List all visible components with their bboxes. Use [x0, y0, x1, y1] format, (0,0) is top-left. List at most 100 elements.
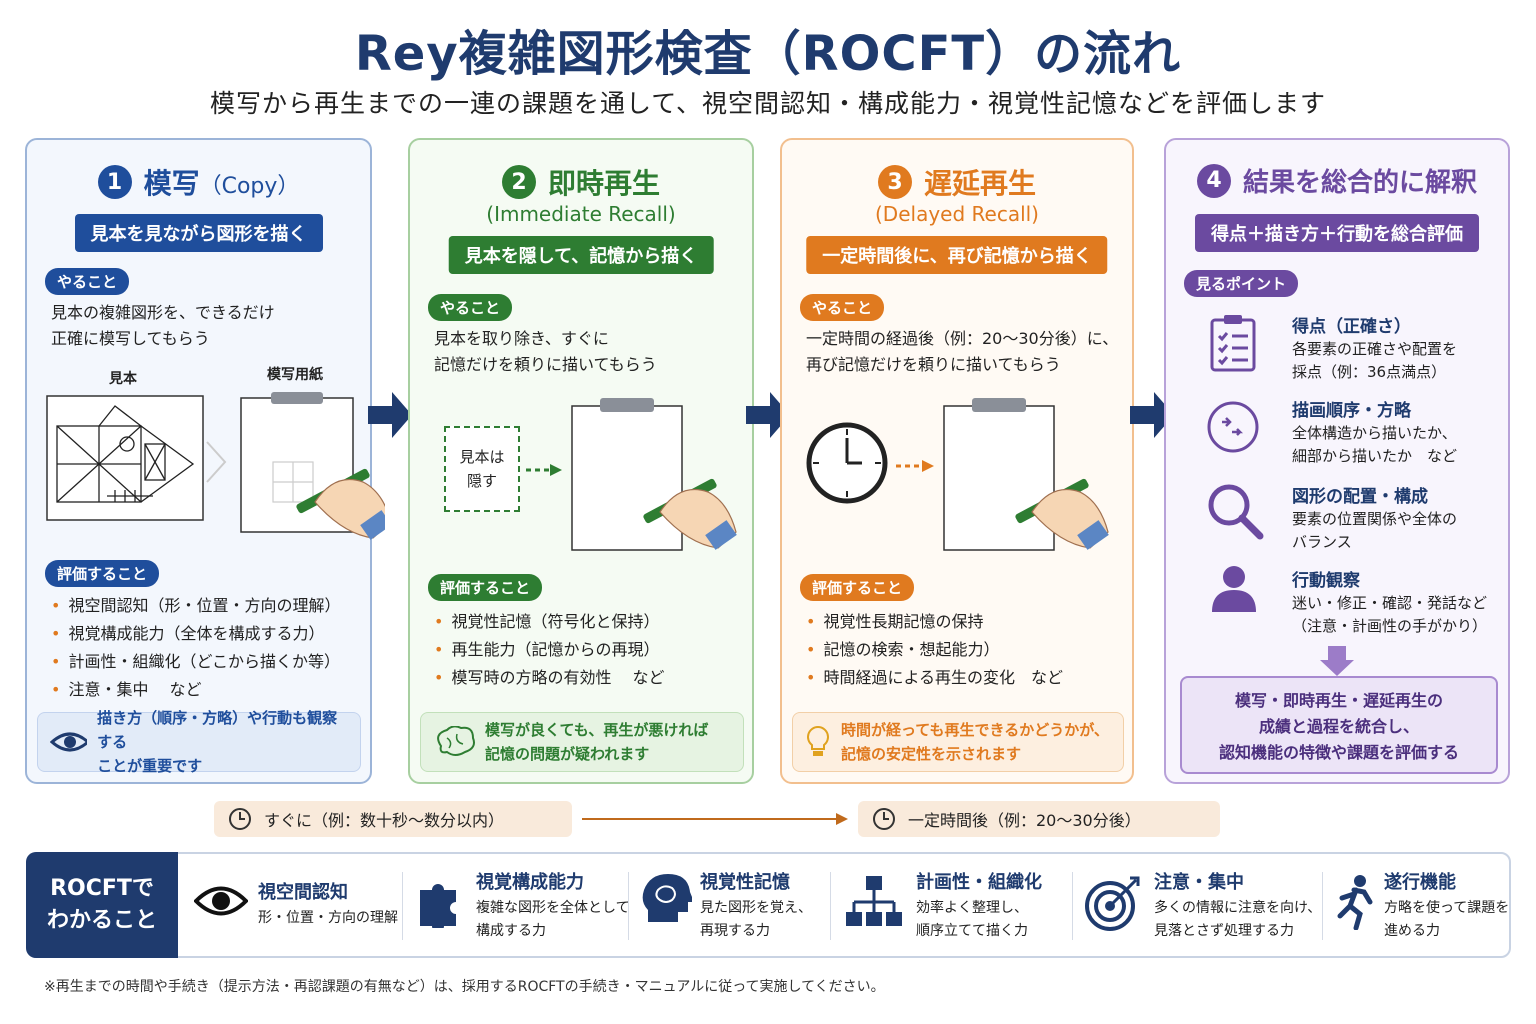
clip-icon [271, 392, 323, 404]
finding-line: 順序立てて描く力 [916, 923, 1028, 939]
eval-item: 時間経過による再生の変化 など [806, 664, 1063, 692]
arrow-down-icon [1320, 646, 1354, 676]
eval-item: 視空間認知（形・位置・方向の理解） [51, 592, 340, 620]
eval-list: 視空間認知（形・位置・方向の理解） 視覚構成能力（全体を構成する力） 計画性・組… [51, 592, 340, 704]
point-line: 各要素の正確さや配置を [1292, 340, 1458, 358]
brain-head-icon [642, 874, 692, 922]
dashed-arrow-icon [526, 464, 562, 476]
eval-item: 注意・集中 など [51, 676, 340, 704]
step-title-sub: (Immediate Recall) [486, 202, 676, 226]
dashed-arrow-icon [896, 460, 934, 472]
eval-item: 視覚性長期記憶の保持 [806, 608, 1063, 636]
points-label: 見るポイント [1184, 270, 1299, 297]
step-copy-header: 1 模写（Copy） [27, 162, 370, 202]
finding-title: 視空間認知 [258, 882, 348, 903]
eval-list: 視覚性長期記憶の保持 記憶の検索・想起能力） 時間経過による再生の変化 など [806, 608, 1063, 692]
finding-line: 再現する力 [700, 923, 770, 939]
sample-label: 見本 [109, 371, 137, 387]
note-line: 描き方（順序・方略）や行動も観察する [97, 709, 338, 751]
do-label: やること [428, 294, 513, 321]
step-band: 得点＋描き方＋行動を総合評価 [1195, 214, 1479, 252]
timeline-arrow-icon [582, 813, 848, 825]
summary-line: 成績と過程を統合し、 [1258, 717, 1419, 736]
do-line: 再び記憶だけを頼りに描いてもらう [806, 355, 1061, 374]
finding-line: 見た図形を覚え、 [700, 900, 812, 916]
finding-line: 進める力 [1384, 923, 1440, 939]
step-immediate-panel: 2 即時再生 (Immediate Recall) 見本を隠して、記憶から描く … [408, 138, 754, 784]
flow-arrow-icon [746, 392, 790, 438]
findings-bar [26, 852, 1511, 958]
point-title: 得点（正確さ） [1292, 317, 1411, 337]
note-line: 時間が経っても再生できるかどうかが、 [841, 721, 1109, 739]
eye-icon [50, 732, 88, 752]
clock-icon [229, 808, 251, 830]
do-line: 一定時間の経過後（例：20〜30分後）に、 [806, 329, 1119, 348]
eval-label: 評価すること [800, 574, 915, 601]
timeline-immediate: すぐに（例：数十秒〜数分以内） [214, 801, 572, 837]
finding-title: 遂行機能 [1384, 872, 1456, 893]
point-line: （注意・計画性の手がかり） [1292, 617, 1488, 635]
chevron-right-icon [206, 441, 227, 483]
note-line: 模写が良くても、再生が悪ければ [485, 721, 709, 739]
step-title: 模写 [143, 167, 200, 200]
recall-paper-illustration [571, 398, 737, 551]
clock-icon [873, 808, 895, 830]
timeline-delayed: 一定時間後（例：20〜30分後） [858, 801, 1220, 837]
eval-list: 視覚性記憶（符号化と保持） 再生能力（記憶からの再現） 模写時の方略の有効性 な… [434, 608, 665, 692]
do-line: 記憶だけを頼りに描いてもらう [434, 355, 657, 374]
step-number-badge: 4 [1196, 163, 1231, 198]
timeline-immediate-label: すぐに（例：数十秒〜数分以内） [264, 811, 505, 830]
step-band: 一定時間後に、再び記憶から描く [806, 236, 1108, 274]
hand-pencil-icon [1015, 478, 1109, 550]
summary-line: 模写・即時再生・遅延再生の [1234, 691, 1443, 710]
strategy-icon [1207, 401, 1259, 453]
hide-line: 見本は [459, 448, 505, 466]
do-line: 見本の複雑図形を、できるだけ [51, 303, 275, 322]
point-line: 全体構造から描いたか、 [1292, 424, 1457, 442]
finding-title: 計画性・組織化 [916, 872, 1042, 893]
step-title-sub: (Delayed Recall) [875, 202, 1039, 226]
eval-item: 再生能力（記憶からの再現） [434, 636, 665, 664]
do-label: やること [800, 294, 885, 321]
step-interpret-panel: 4 結果を総合的に解釈 得点＋描き方＋行動を総合評価 見るポイント 得点（正確さ… [1164, 138, 1510, 784]
point-line: 迷い・修正・確認・発話など [1292, 594, 1488, 612]
finding-line: 複雑な図形を全体として [476, 900, 630, 916]
finding-line: 見落とさず処理する力 [1154, 923, 1294, 939]
delayed-note: 時間が経っても再生できるかどうかが、記憶の安定性を示されます [792, 712, 1124, 772]
finding-line: 効率よく整理し、 [916, 900, 1028, 916]
hand-pencil-icon [643, 478, 737, 550]
org-chart-icon [846, 876, 902, 926]
copy-illustration [46, 392, 385, 540]
step-band: 見本を隠して、記憶から描く [448, 236, 714, 274]
findings-heading-line: わかること [46, 908, 157, 933]
magnifier-icon [1208, 484, 1264, 540]
copy-note: 描き方（順序・方略）や行動も観察することが重要です [37, 709, 361, 775]
recall-paper-illustration [943, 398, 1109, 551]
clipboard-icon [571, 405, 683, 551]
page-title: Rey複雑図形検査（ROCFT）の流れ [354, 26, 1182, 82]
eval-item: 記憶の検索・想起能力） [806, 636, 1063, 664]
target-icon [1085, 876, 1140, 931]
eval-item: 模写時の方略の有効性 など [434, 664, 664, 692]
step-band: 見本を見ながら図形を描く [74, 214, 323, 252]
brain-icon [437, 726, 475, 756]
hide-line: 隠す [466, 472, 497, 490]
point-title: 図形の配置・構成 [1292, 487, 1428, 507]
point-line: 要素の位置関係や全体の [1292, 510, 1458, 528]
do-line: 見本を取り除き、すぐに [434, 329, 609, 348]
immediate-note: 模写が良くても、再生が悪ければ記憶の問題が疑われます [420, 712, 744, 772]
finding-line: 形・位置・方向の理解 [258, 910, 398, 926]
point-line: バランス [1292, 533, 1352, 551]
hand-pencil-icon [296, 468, 385, 540]
step-delayed-panel: 3 遅延再生 (Delayed Recall) 一定時間後に、再び記憶から描く … [780, 138, 1134, 784]
findings-heading: ROCFTでわかること [26, 852, 178, 958]
puzzle-icon [420, 884, 456, 928]
eval-item: 視覚性記憶（符号化と保持） [434, 608, 665, 636]
eval-label: 評価すること [428, 574, 543, 601]
note-line: ことが重要です [97, 757, 203, 775]
eval-item: 視覚構成能力（全体を構成する力） [51, 620, 340, 648]
checklist-icon [1210, 315, 1256, 372]
step-number-badge: 1 [97, 165, 132, 199]
step-copy-panel: 1 模写（Copy） 見本を見ながら図形を描く やること 見本の複雑図形を、でき… [25, 138, 385, 784]
findings-heading-line: ROCFTで [50, 876, 154, 901]
